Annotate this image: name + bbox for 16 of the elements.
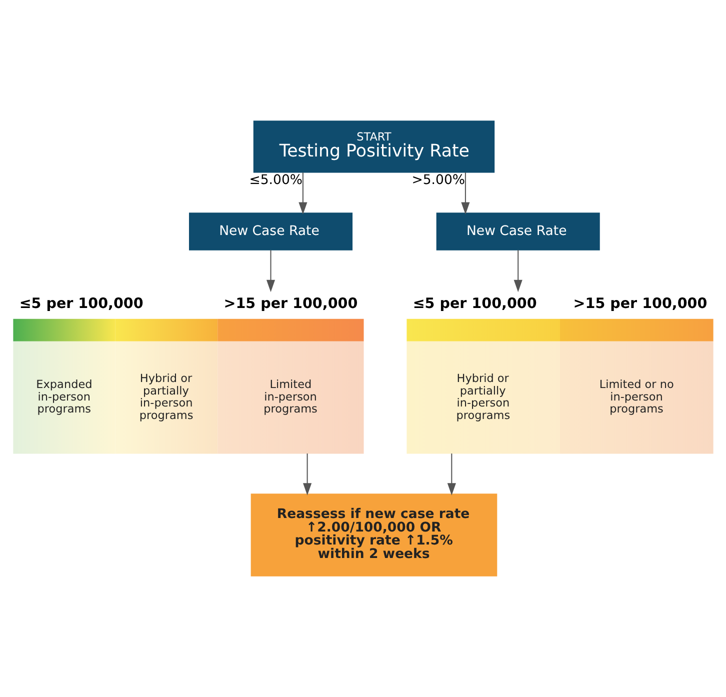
arrow [298,172,308,215]
node-box: New Case Rate [436,212,600,250]
node-label: >15 per 100,000 [573,296,708,312]
node-label: >15 per 100,000 [224,296,358,312]
arrow [461,172,470,215]
edge-label: >5.00% [412,172,466,188]
node-box: START Testing Positivity Rate [253,120,495,173]
node-box: Reassess if new case rate ↑2.00/100,000 OR positivity rate ↑1.5% within 2 weeks [250,494,498,576]
arrow [303,454,312,496]
node-label: ≤5 per 100,000 [19,296,144,312]
arrow [447,454,456,496]
arrow [514,250,522,292]
node-box: New Case Rate [189,212,353,250]
node-label: ≤5 per 100,000 [412,296,537,312]
edge-label: ≤5.00% [249,172,302,188]
arrow [266,250,276,292]
